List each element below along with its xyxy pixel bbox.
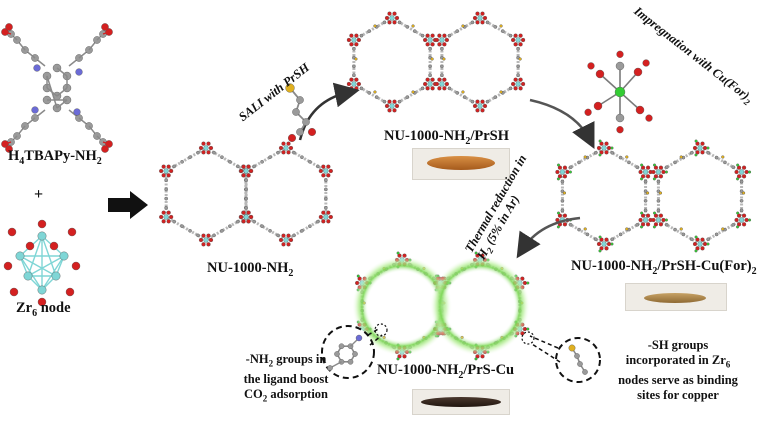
sali-arrow-icon: [298, 82, 360, 141]
sample-photo-prsh: [412, 148, 510, 180]
nh2-note: -NH2 groups in the ligand boost CO2 adso…: [243, 352, 329, 403]
cu-glow-pore-left-icon: [352, 256, 452, 356]
mof-c-label: NU-1000-NH2/PrSH-Cu(For)2: [571, 258, 757, 277]
sample-photo-prsh-cu: [625, 283, 727, 311]
sh-note: -SH groups incorporated in Zr6 nodes ser…: [618, 338, 738, 402]
prsh-molecule-icon: [285, 83, 317, 142]
reduction-arrow-icon: [516, 216, 581, 259]
cu-formate-molecule-icon: [584, 50, 653, 134]
mof-d-label: NU-1000-NH2/PrS-Cu: [377, 362, 515, 381]
nh2-zoom-circle-icon: [321, 323, 388, 379]
framework-nu1000-nh2-icon: [159, 141, 333, 247]
framework-prsh-cu-icon: [555, 139, 752, 253]
plus-sign: +: [34, 186, 44, 203]
cu-glow-pore-right-icon: [430, 256, 530, 356]
sample-photo-prs-cu: [412, 389, 510, 415]
mof-a-label: NU-1000-NH2: [207, 260, 294, 279]
sh-zoom-circle-icon: [521, 331, 601, 383]
framework-prsh-icon: [346, 11, 526, 113]
mof-b-label: NU-1000-NH2/PrSH: [384, 128, 510, 147]
synthesis-arrow-icon: [108, 191, 148, 219]
linker-label: H4TBAPy-NH2: [8, 148, 102, 167]
impregnation-arrow-icon: [529, 98, 595, 149]
zr6-node-label: Zr6 node: [16, 300, 71, 319]
linker-molecule-icon: [1, 23, 113, 153]
zr6-node-icon: [3, 219, 81, 307]
